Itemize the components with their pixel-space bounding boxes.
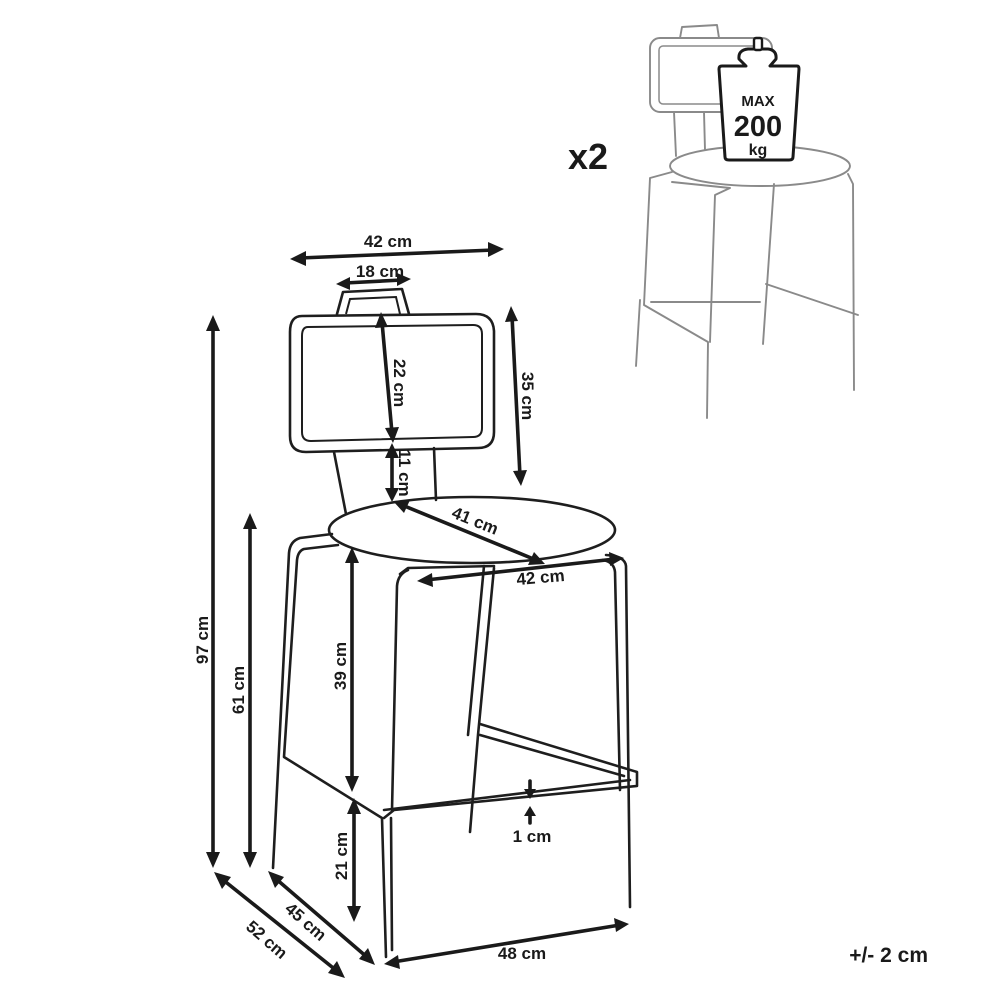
seat — [327, 495, 617, 565]
reference-back-leg — [762, 183, 775, 345]
left-front-leg — [271, 532, 334, 870]
weight-icon — [717, 36, 801, 162]
main-chair — [271, 287, 639, 959]
quantity-label: x2 — [568, 136, 608, 177]
dim-seat-width: 42 cm — [516, 566, 566, 589]
reference-front-frame — [671, 181, 731, 343]
dim-overall-width: 42 cm — [364, 232, 412, 251]
dimension-lines — [206, 242, 629, 978]
dim-seat-height: 61 cm — [229, 666, 248, 714]
dim-back-gap: 11 cm — [395, 449, 414, 496]
reference-chair — [635, 24, 859, 419]
dim-back-height: 35 cm — [518, 372, 537, 420]
front-leg-inner — [390, 568, 410, 812]
backrest — [288, 312, 496, 454]
backrest-handle — [335, 287, 411, 316]
backrest-inner — [301, 323, 483, 443]
reference-handle — [679, 24, 720, 39]
back-leg — [468, 566, 496, 834]
dim-overall-depth: 52 cm — [242, 917, 291, 963]
dim-footrest-thickness: 1 cm — [513, 827, 552, 846]
max-load-line1: MAX — [741, 93, 774, 110]
dim-total-height: 97 cm — [193, 616, 212, 664]
reference-left-back-leg — [635, 299, 641, 367]
dim-backrest-height: 22 cm — [390, 359, 409, 407]
dim-base-width: 48 cm — [498, 944, 546, 963]
tolerance-note: +/- 2 cm — [849, 944, 928, 967]
back-posts — [332, 446, 438, 516]
reference-posts — [673, 111, 706, 157]
footrest — [382, 722, 639, 820]
dim-seat-to-footrest: 39 cm — [331, 642, 350, 690]
left-side-frame — [282, 543, 388, 959]
max-load-unit: kg — [749, 142, 768, 159]
max-load-value: 200 — [734, 111, 782, 143]
dim-footrest-height: 21 cm — [332, 832, 351, 880]
dim-handle-width: 18 cm — [356, 262, 404, 281]
reference-right-leg — [847, 173, 855, 391]
reference-footrest — [650, 283, 859, 316]
reference-left-leg — [643, 171, 709, 419]
